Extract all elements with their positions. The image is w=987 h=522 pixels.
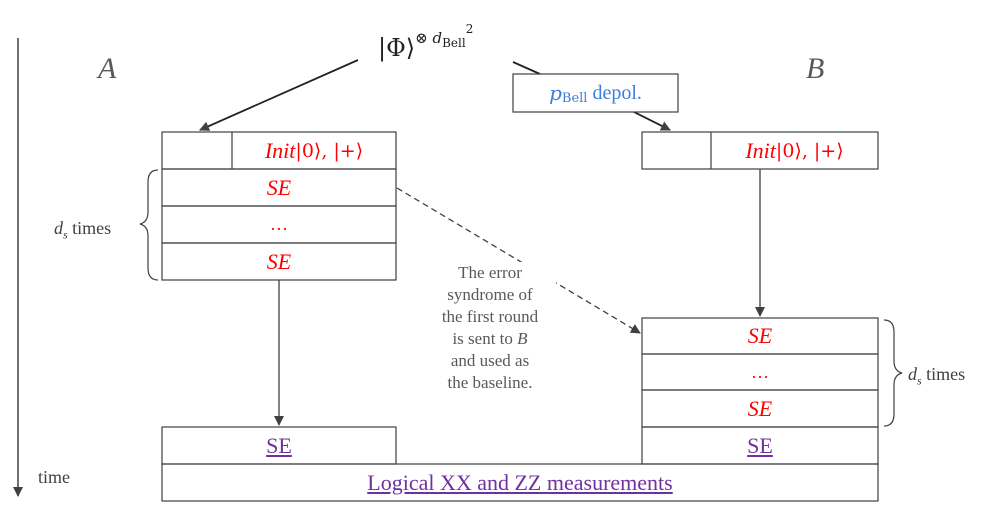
final-se-b: SE [642,427,878,464]
final-block [161,426,879,502]
ds-b-text: times [921,364,966,384]
ds-times-b: ds times [908,364,965,389]
final-measurement-text: Logical XX and ZZ measurements [367,469,673,495]
note-line-2: syndrome of [447,285,533,304]
init-b-states: |0⟩, |+⟩ [775,139,844,162]
ds-a-d: d [54,218,63,238]
ellipsis-b: … [751,361,769,382]
ds-times-a: ds times [54,218,111,243]
final-se-b-text: SE [747,432,773,458]
time-label: time [38,467,70,487]
se-b-2: SE [747,395,773,421]
ds-b-d: d [908,364,917,384]
init-a-states: |0⟩, |+⟩ [295,139,364,162]
se-a-1: SE [266,174,292,200]
note-line-4-text: is sent to [452,329,513,348]
syndrome-dashed-arrow [396,187,641,334]
init-b-word: Init [745,137,776,163]
bell-tensor: ⊗ [415,29,428,47]
brace-a [139,169,159,281]
bell-power: 2 [465,22,474,36]
note-line-4: is sent to B [424,328,556,350]
se-a-2: SE [266,248,292,274]
depol-p-sub: Bell [561,91,588,106]
final-se-a-text: SE [266,432,292,458]
note-line-5: and used as [450,351,530,370]
brace-b [883,319,903,427]
note-line-1: The error [458,263,522,282]
init-b-label: Init |0⟩, |+⟩ [711,132,878,169]
se-b-1: SE [747,323,773,348]
depol-p: p [549,81,562,105]
party-b-label: B [806,52,825,85]
bell-line-b [512,61,541,75]
ds-b-sub: s [917,373,922,388]
ellipsis-a: … [270,214,288,234]
final-measurement: Logical XX and ZZ measurements [162,464,878,501]
bell-arrow-a [199,59,359,131]
init-a-label: Init |0⟩, |+⟩ [232,132,396,169]
note-party-b: B [517,329,528,348]
ds-a-text: times [67,218,112,238]
note-line-3: the first round [441,307,539,326]
depol-text: depol. [592,81,642,104]
party-a-label: A [98,52,117,85]
syndrome-note: The error syndrome of the first round is… [424,262,556,394]
bell-ket: |Φ⟩ [378,34,416,62]
depol-arrow-b [629,109,671,131]
depol-box [512,73,679,113]
note-line-6: the baseline. [447,373,533,392]
bell-d: d [432,29,443,47]
ds-a-sub: s [63,227,68,242]
final-se-a: SE [162,427,396,464]
bell-state-label: |Φ⟩⊗ dBell2 [378,22,473,62]
bell-d-sub: Bell [442,36,466,50]
init-a-word: Init [264,137,296,163]
